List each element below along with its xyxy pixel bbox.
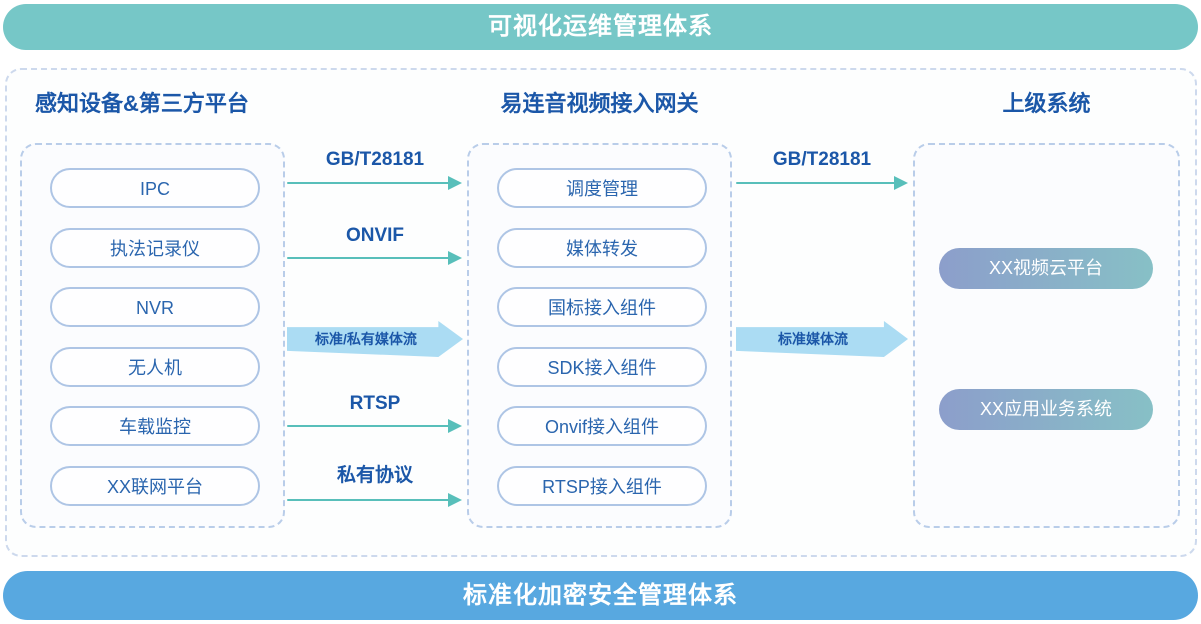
flow-label-gbt28181-right: GB/T28181: [772, 149, 872, 170]
arrow-line: [287, 256, 449, 259]
flow-arrow-rtsp: [287, 419, 462, 433]
arrow-line: [736, 181, 895, 184]
device-pill: XX联网平台: [50, 466, 260, 506]
column-upstream-box: [913, 143, 1180, 528]
flow-label-gbt28181-left: GB/T28181: [325, 149, 425, 170]
arrow-head-icon: [448, 251, 462, 265]
upstream-pill: XX应用业务系统: [939, 389, 1153, 430]
arrow-head-icon: [448, 493, 462, 507]
bottom-banner: 标准化加密安全管理体系: [3, 571, 1198, 620]
flow-label-private-protocol: 私有协议: [336, 465, 413, 486]
arrow-head-icon: [448, 419, 462, 433]
device-pill: 车载监控: [50, 406, 260, 446]
device-pill: NVR: [50, 287, 260, 327]
column-title-gateway: 易连音视频接入网关: [500, 91, 699, 116]
gateway-pill: SDK接入组件: [497, 347, 707, 387]
arrow-line: [287, 181, 449, 184]
arrow-head-icon: [448, 176, 462, 190]
device-pill: 执法记录仪: [50, 228, 260, 268]
device-pill: 无人机: [50, 347, 260, 387]
thick-flow-label: 标准/私有媒体流: [315, 331, 417, 347]
column-title-devices: 感知设备&第三方平台: [35, 91, 249, 116]
arrow-line: [287, 424, 449, 427]
flow-label-onvif: ONVIF: [345, 225, 405, 246]
top-banner: 可视化运维管理体系: [3, 4, 1198, 50]
flow-arrow-onvif: [287, 251, 462, 265]
thick-flow-label: 标准媒体流: [778, 331, 848, 347]
arrow-head-icon: [894, 176, 908, 190]
gateway-pill: RTSP接入组件: [497, 466, 707, 506]
flow-arrow-private-protocol: [287, 493, 462, 507]
flow-arrow-gbt28181-left: [287, 176, 462, 190]
upstream-pill: XX视频云平台: [939, 248, 1153, 289]
gateway-pill: 国标接入组件: [497, 287, 707, 327]
gateway-pill: Onvif接入组件: [497, 406, 707, 446]
flow-arrow-gbt28181-right: [736, 176, 908, 190]
column-title-upstream: 上级系统: [1002, 91, 1091, 116]
gateway-pill: 调度管理: [497, 168, 707, 208]
device-pill: IPC: [50, 168, 260, 208]
arrow-line: [287, 498, 449, 501]
flow-label-rtsp: RTSP: [349, 393, 401, 414]
gateway-pill: 媒体转发: [497, 228, 707, 268]
